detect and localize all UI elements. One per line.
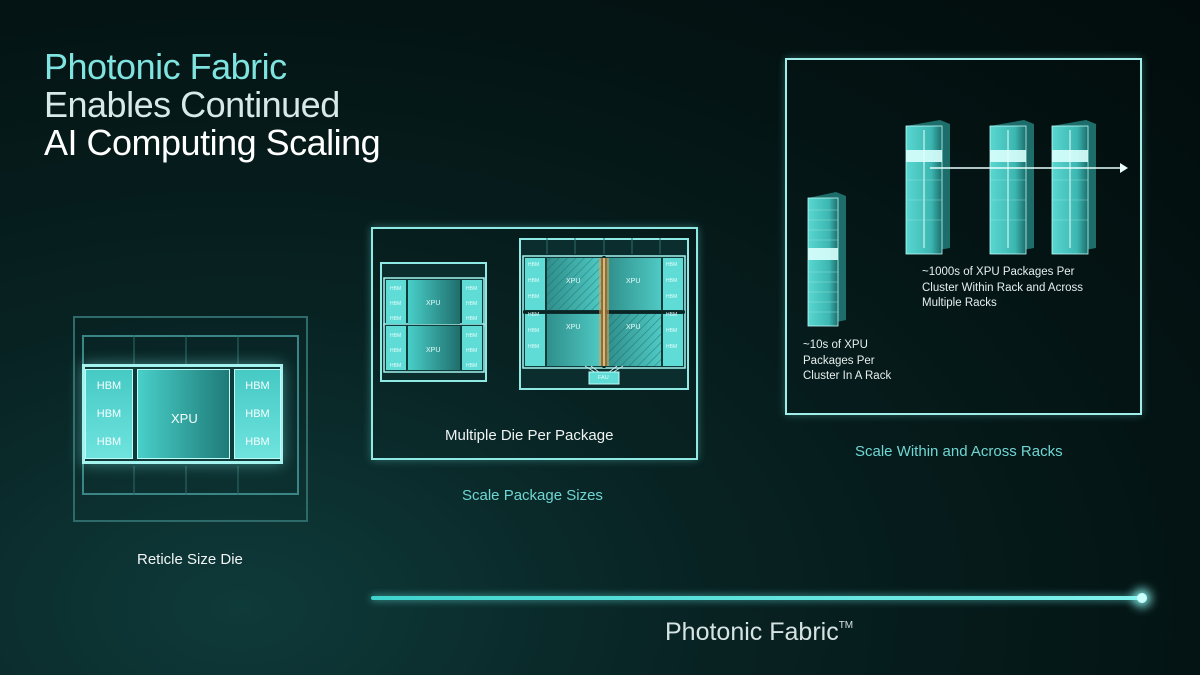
note-line: Cluster In A Rack (803, 370, 892, 383)
multi-rack-note: ~1000s of XPU Packages Per Cluster Withi… (922, 265, 1083, 312)
hbm-label: HBM (666, 328, 678, 334)
reticle-outer-frame (73, 316, 308, 522)
reticle-hbm-right: HBM HBM HBM (234, 369, 281, 459)
hbm-label: HBM (390, 348, 402, 354)
note-line: ~10s of XPU (803, 339, 868, 351)
hbm-label: HBM (666, 294, 678, 300)
trademark-mark: TM (838, 620, 854, 631)
package-outer-frame (371, 227, 698, 460)
rack-row-icon (905, 120, 1128, 255)
hbm-label: HBM (528, 328, 540, 334)
xpu-label: XPU (566, 324, 581, 331)
hbm-label: HBM (466, 316, 478, 322)
single-rack-icon (807, 192, 846, 327)
hbm-label: HBM (528, 344, 540, 350)
hbm-label: HBM (666, 312, 678, 318)
note-line: Multiple Racks (922, 297, 997, 310)
hbm-label: HBM (528, 262, 540, 268)
hbm-label: HBM (245, 380, 270, 392)
hbm-label: HBM (245, 408, 270, 420)
package-inner-caption: Multiple Die Per Package (445, 427, 614, 444)
fau-label: FAU (598, 375, 609, 381)
rack-art (807, 120, 1128, 327)
package-caption: Scale Package Sizes (462, 487, 603, 504)
brand-text: Photonic Fabric (665, 618, 839, 646)
xpu-label: XPU (171, 411, 198, 426)
photonic-fabric-endpoint (1137, 593, 1147, 603)
xpu-label: XPU (426, 300, 441, 307)
hbm-label: HBM (96, 408, 122, 420)
reticle-hbm-left: HBM HBM HBM (85, 369, 133, 459)
single-rack-note: ~10s of XPU Packages Per Cluster In A Ra… (803, 338, 891, 385)
hbm-label: HBM (466, 301, 478, 307)
hbm-label: HBM (96, 436, 122, 448)
package-four-die-art (522, 238, 686, 385)
title-line-2: Enables Continued (44, 84, 340, 126)
note-line: Cluster Within Rack and Across (922, 281, 1084, 294)
hbm-label: HBM (666, 344, 678, 350)
hbm-label: HBM (390, 286, 402, 292)
rack-caption: Scale Within and Across Racks (855, 443, 1063, 460)
xpu-label: XPU (626, 278, 641, 285)
hbm-label: HBM (528, 294, 540, 300)
hbm-label: HBM (666, 262, 678, 268)
hbm-label: HBM (390, 301, 402, 307)
hbm-label: HBM (245, 436, 270, 448)
slide-title: Photonic Fabric Enables Continued AI Com… (44, 46, 381, 164)
reticle-xpu: XPU (137, 369, 230, 459)
hbm-label: HBM (466, 333, 478, 339)
hbm-label: HBM (528, 278, 540, 284)
reticle-caption: Reticle Size Die (137, 551, 243, 568)
title-line-1: Photonic Fabric (44, 46, 287, 87)
hbm-label: HBM (390, 333, 402, 339)
photonic-fabric-line (371, 596, 1143, 600)
rack-frame (785, 58, 1142, 415)
package-two-die-art (383, 277, 485, 373)
hbm-label: HBM (390, 363, 402, 369)
note-line: ~1000s of XPU Packages Per (922, 266, 1075, 278)
xpu-label: XPU (566, 278, 581, 285)
note-line: Packages Per (803, 354, 875, 367)
xpu-label: XPU (426, 347, 441, 354)
hbm-label: HBM (466, 286, 478, 292)
xpu-label: XPU (626, 324, 641, 331)
hbm-label: HBM (466, 348, 478, 354)
hbm-label: HBM (666, 278, 678, 284)
hbm-label: HBM (466, 363, 478, 369)
photonic-fabric-brand: Photonic FabricTM (665, 618, 853, 647)
hbm-label: HBM (390, 316, 402, 322)
hbm-label: HBM (528, 312, 540, 318)
reticle-grid (133, 335, 239, 495)
title-line-3: AI Computing Scaling (44, 122, 381, 164)
hbm-label: HBM (96, 380, 122, 392)
